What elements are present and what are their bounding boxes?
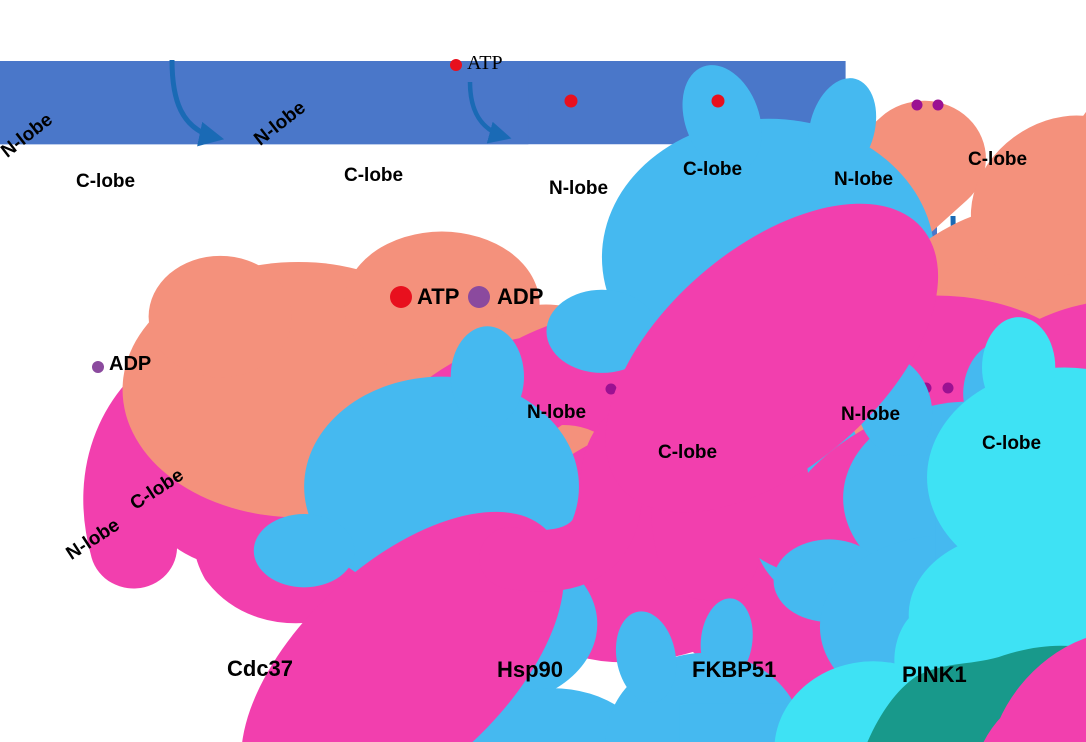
c-lobe-label: C-lobe [968, 149, 1028, 170]
atp-annotation: ATP [467, 52, 503, 74]
atp-binding-arrow [467, 81, 512, 144]
hsp90-legend-label: Hsp90 [497, 657, 564, 682]
n-lobe-label: N-lobe [841, 404, 901, 425]
atp-dot [711, 94, 725, 108]
adp-dot [605, 383, 617, 395]
n-lobe-label: N-lobe [834, 169, 894, 190]
n-lobe-label: N-lobe [549, 178, 609, 199]
cdc37-legend-label: Cdc37 [227, 656, 294, 681]
fkbp51-legend-label: FKBP51 [692, 657, 777, 682]
cdc37-binding-arrow [169, 59, 225, 147]
c-lobe-label: C-lobe [344, 165, 404, 186]
c-lobe-label: C-lobe [76, 171, 136, 192]
c-lobe-label: C-lobe [683, 159, 743, 180]
c-lobe-label: C-lobe [982, 433, 1042, 454]
pink1-legend-label: PINK1 [902, 662, 967, 687]
adp-dot [942, 382, 954, 394]
atp-dot [450, 59, 462, 71]
adp-dot [92, 361, 104, 373]
adp-dot [932, 99, 944, 111]
atp-dot [564, 94, 578, 108]
adp-dot [911, 99, 923, 111]
atp-key-dot [390, 286, 412, 308]
adp-key-label: ADP [497, 284, 544, 309]
c-lobe-label: C-lobe [658, 442, 718, 463]
atp-key-label: ATP [417, 284, 460, 309]
adp-key-dot [468, 286, 490, 308]
adp-annotation: ADP [109, 353, 152, 375]
n-lobe-label: N-lobe [527, 402, 587, 423]
